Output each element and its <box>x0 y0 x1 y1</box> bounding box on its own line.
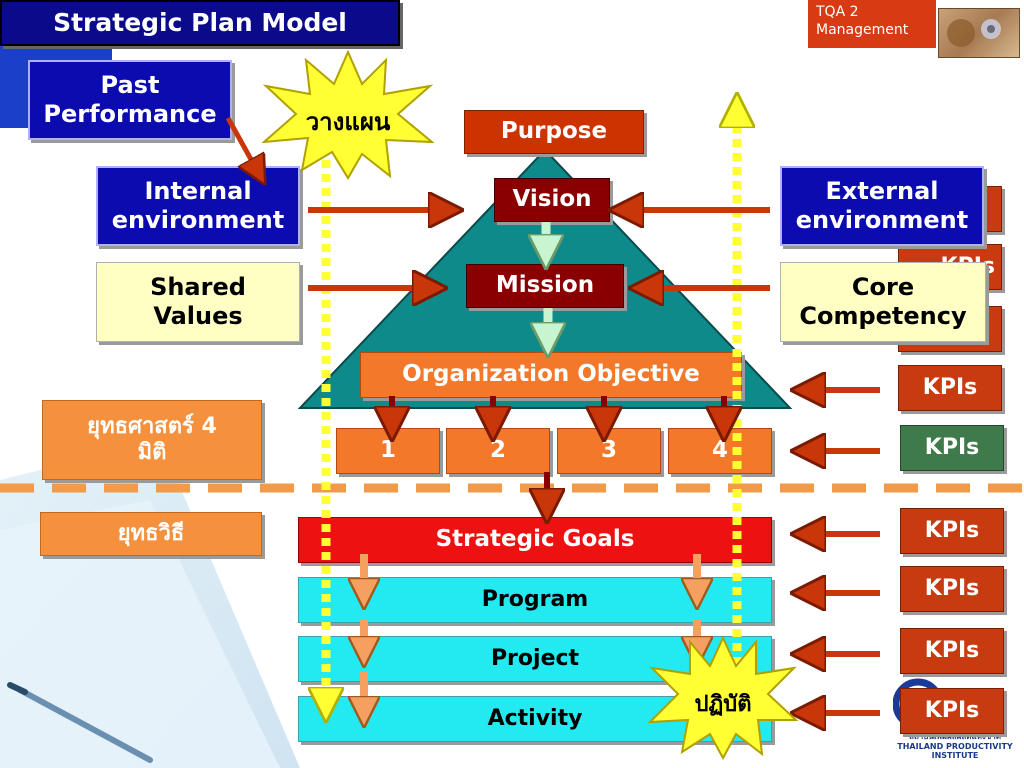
kpi-box-program: KPIs <box>900 566 1004 612</box>
program-box: Program <box>298 577 772 623</box>
core-competency-line1: Core <box>851 273 915 302</box>
kpi-box-objective: KPIs <box>898 365 1002 411</box>
dimension-box-3: 3 <box>557 428 661 474</box>
institute-line1: สถาบันเพิ่มผลผลิตแห่งชาติ <box>909 732 1001 741</box>
institute-line2: THAILAND PRODUCTIVITY INSTITUTE <box>897 741 1013 761</box>
corner-label-line2: Management <box>816 22 909 39</box>
shared-values-line2: Values <box>153 302 243 330</box>
shared-values-line1: Shared <box>150 273 246 302</box>
dimension-box-4: 4 <box>668 428 772 474</box>
internal-env-line1: Internal <box>144 177 252 206</box>
core-competency-box: Core Competency <box>780 262 986 342</box>
past-performance-line2: Performance <box>43 100 217 128</box>
kpi-box-dimensions: KPIs <box>900 425 1004 471</box>
strategic-goals-box: Strategic Goals <box>298 517 772 563</box>
external-env-cover-line1: External <box>825 177 939 206</box>
do-star-label: ปฏิบัติ <box>694 692 752 717</box>
strategy-4-dimensions-box: ยุทธศาสตร์ 4 มิติ <box>42 400 262 480</box>
corner-label: TQA 2 Management <box>808 0 936 48</box>
gears-logo-image <box>938 8 1020 58</box>
strategy-line1: ยุทธศาสตร์ 4 <box>87 413 217 439</box>
external-environment-cover: External environment <box>780 166 984 246</box>
organization-objective-box: Organization Objective <box>360 352 742 398</box>
shared-values-box: Shared Values <box>96 262 300 342</box>
dimension-box-2: 2 <box>446 428 550 474</box>
past-performance-line1: Past <box>100 71 160 100</box>
do-star-shape <box>648 636 798 760</box>
internal-environment-box: Internal environment <box>96 166 300 246</box>
purpose-box: Purpose <box>464 110 644 154</box>
plan-star-label: วางแผน <box>305 108 391 136</box>
external-env-cover-line2: environment <box>795 206 969 234</box>
mission-box: Mission <box>466 264 624 308</box>
past-performance-arrow <box>225 116 258 172</box>
core-competency-line2: Competency <box>799 302 967 330</box>
tactics-box: ยุทธวิธี <box>40 512 262 556</box>
kpi-box-activity-front: KPIs <box>900 688 1004 734</box>
internal-env-line2: environment <box>111 206 285 234</box>
institute-name: สถาบันเพิ่มผลผลิตแห่งชาติ THAILAND PRODU… <box>890 732 1020 761</box>
corner-label-line1: TQA 2 <box>816 4 859 20</box>
plan-star-shape <box>262 50 434 180</box>
kpi-box-project: KPIs <box>900 628 1004 674</box>
dashed-separator <box>0 483 1024 493</box>
past-performance-box: Past Performance <box>28 60 232 140</box>
vision-box: Vision <box>494 178 610 222</box>
dimension-box-1: 1 <box>336 428 440 474</box>
kpi-box-goals: KPIs <box>900 508 1004 554</box>
strategy-line2: มิติ <box>137 440 167 465</box>
page-title: Strategic Plan Model <box>0 0 400 46</box>
